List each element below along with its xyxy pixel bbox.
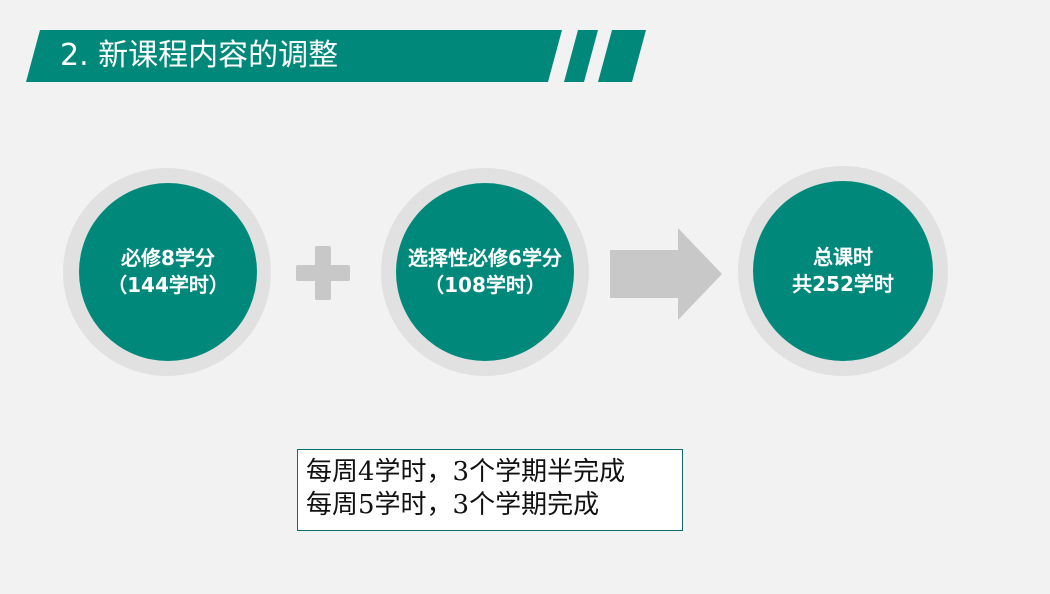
schedule-note-box: 每周4学时，3个学期半完成 每周5学时，3个学期完成 [297, 449, 683, 531]
elective-hours-label: （108学时） [424, 273, 546, 297]
circle-total-hours: 总课时 共252学时 [753, 181, 933, 361]
circle-required-credits: 必修8学分 （144学时） [79, 183, 257, 361]
elective-credits-label: 选择性必修6学分 [408, 246, 562, 270]
schedule-note-line-2: 每周5学时，3个学期完成 [306, 490, 600, 520]
page-title: 2. 新课程内容的调整 [60, 38, 339, 73]
circle-elective-credits: 选择性必修6学分 （108学时） [396, 183, 574, 361]
right-arrow-icon [610, 228, 722, 324]
total-hours-title: 总课时 [813, 245, 873, 269]
plus-icon [296, 246, 350, 304]
schedule-note-line-1: 每周4学时，3个学期半完成 [306, 457, 626, 487]
title-banner [0, 28, 660, 84]
required-credits-label: 必修8学分 [121, 246, 215, 270]
total-hours-value: 共252学时 [792, 272, 894, 296]
required-hours-label: （144学时） [107, 273, 229, 297]
title-banner-shape [26, 30, 646, 82]
